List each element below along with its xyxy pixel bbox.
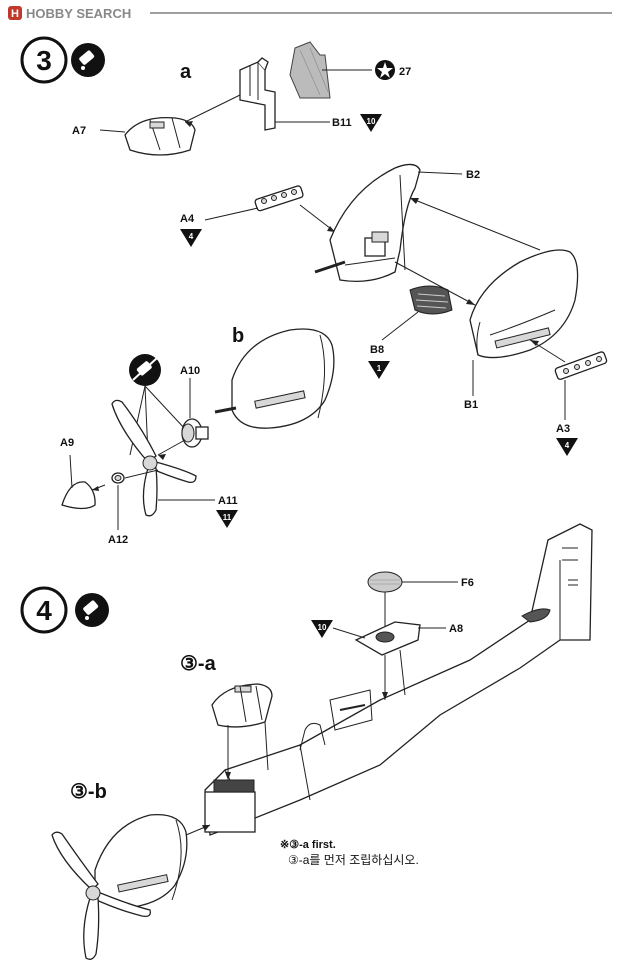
ref-3a-label: ③-a bbox=[180, 653, 217, 675]
part-a7 bbox=[124, 116, 196, 156]
watermark: H HOBBY SEARCH bbox=[8, 6, 612, 21]
step-4: 4 F6 A8 10 bbox=[20, 523, 593, 960]
subassembly-a-label: a bbox=[180, 61, 192, 83]
sprue-tag-b8: 1 bbox=[368, 361, 390, 379]
part-b8 bbox=[409, 285, 453, 315]
step-4-circle bbox=[20, 586, 68, 634]
label-f6: F6 bbox=[461, 577, 474, 589]
svg-text:11: 11 bbox=[223, 513, 232, 522]
part-a4 bbox=[254, 185, 304, 212]
decal-star-icon bbox=[375, 60, 395, 80]
step-3-number: 3 bbox=[36, 45, 52, 76]
engine-cowl-assembly bbox=[51, 813, 188, 960]
step-4-number: 4 bbox=[36, 595, 52, 626]
part-armor-plate bbox=[289, 41, 331, 99]
part-b2 bbox=[314, 163, 421, 283]
part-engine-cowl bbox=[214, 328, 335, 429]
sprue-tag-a4: 4 bbox=[180, 229, 202, 247]
part-a3 bbox=[554, 351, 608, 380]
svg-text:10: 10 bbox=[318, 623, 327, 632]
step-3-circle bbox=[20, 36, 68, 84]
watermark-text: HOBBY SEARCH bbox=[26, 6, 131, 21]
svg-text:4: 4 bbox=[565, 441, 570, 450]
svg-text:1: 1 bbox=[377, 364, 382, 373]
sprue-tag-a8: 10 bbox=[311, 620, 333, 638]
part-a9 bbox=[61, 481, 96, 510]
hobby-search-logo-icon bbox=[8, 6, 22, 20]
label-b11: B11 bbox=[332, 117, 352, 129]
logo-letter: H bbox=[11, 8, 19, 20]
part-b11 bbox=[239, 57, 276, 131]
canopy-hood bbox=[211, 683, 273, 728]
label-a8: A8 bbox=[449, 623, 463, 635]
label-a3: A3 bbox=[556, 423, 570, 435]
sprue-tag-b11: 10 bbox=[360, 114, 382, 132]
svg-text:4: 4 bbox=[189, 232, 194, 241]
label-b1: B1 bbox=[464, 399, 478, 411]
no-glue-icon bbox=[129, 354, 161, 386]
fuselage bbox=[204, 523, 593, 836]
part-b1 bbox=[469, 249, 579, 359]
label-b8: B8 bbox=[370, 344, 384, 356]
label-b2: B2 bbox=[466, 169, 480, 181]
part-a11-propeller bbox=[111, 399, 197, 517]
label-a4: A4 bbox=[180, 213, 195, 225]
part-a8 bbox=[354, 621, 421, 656]
label-a9: A9 bbox=[60, 437, 74, 449]
part-a10 bbox=[181, 418, 209, 448]
label-decal-27: 27 bbox=[399, 66, 411, 78]
part-a12 bbox=[111, 472, 125, 484]
label-a12: A12 bbox=[108, 534, 128, 546]
glue-icon-step4 bbox=[75, 593, 109, 627]
step-3: 3 a b A7 B11 10 bbox=[20, 36, 608, 546]
ref-3b-label: ③-b bbox=[70, 781, 107, 803]
sprue-tag-a3: 4 bbox=[556, 438, 578, 456]
note-korean: ③-a를 먼저 조립하십시오. bbox=[288, 853, 419, 867]
sprue-tag-a11: 11 bbox=[216, 510, 238, 528]
svg-text:10: 10 bbox=[367, 117, 376, 126]
label-a11: A11 bbox=[218, 495, 238, 507]
subassembly-b-label: b bbox=[232, 325, 244, 347]
glue-icon bbox=[71, 43, 105, 77]
label-a7: A7 bbox=[72, 125, 86, 137]
part-f6 bbox=[367, 571, 403, 593]
note-english: ※③-a first. bbox=[280, 839, 336, 851]
label-a10: A10 bbox=[180, 365, 200, 377]
